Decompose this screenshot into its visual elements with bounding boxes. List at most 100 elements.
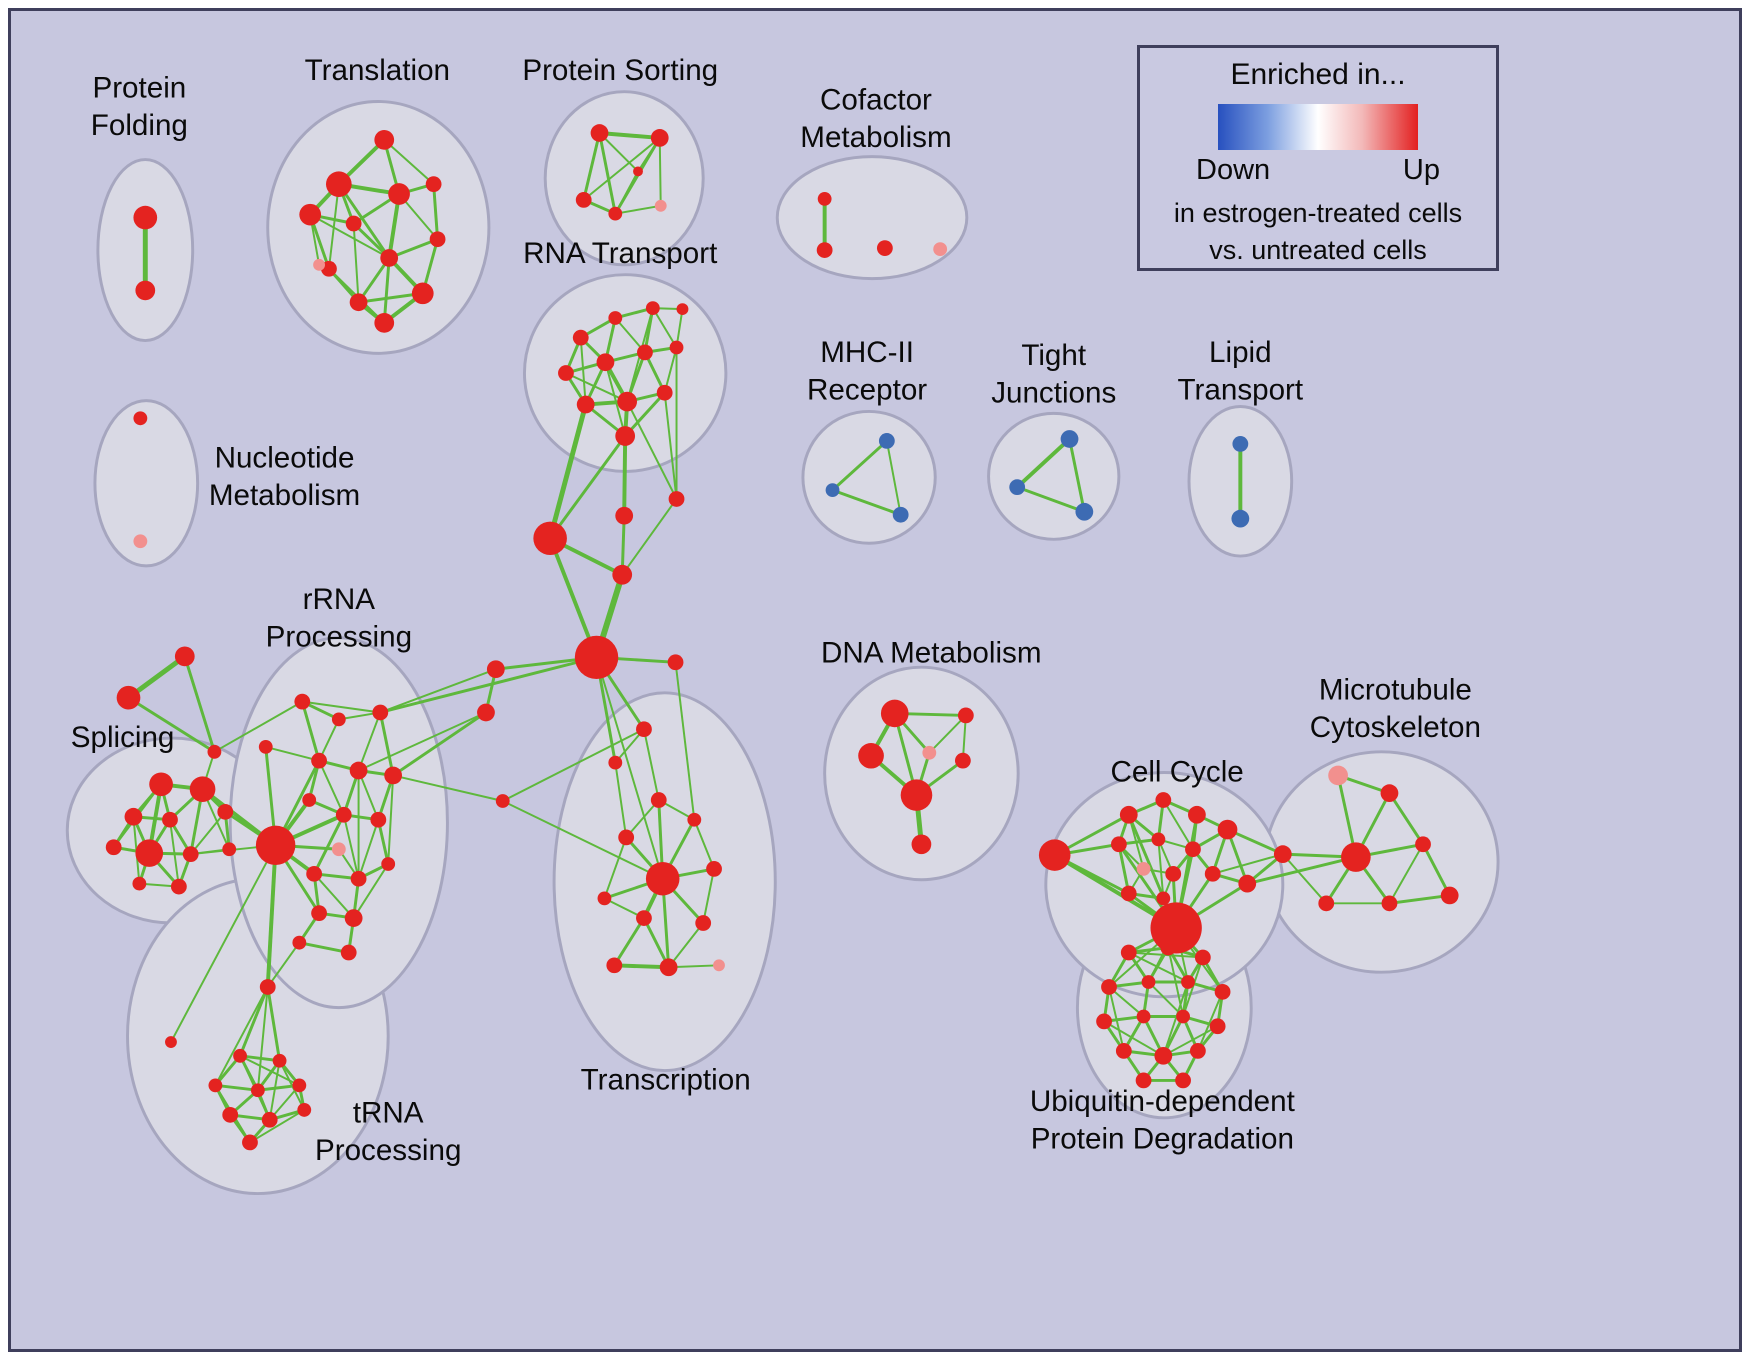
cell-cycle-node[interactable] <box>1119 805 1138 824</box>
rna-transport-node[interactable] <box>669 340 684 355</box>
rrna-processing-node[interactable] <box>311 752 327 769</box>
splicing-node[interactable] <box>132 876 147 891</box>
rna-transport-node[interactable] <box>572 329 589 346</box>
splicing-node[interactable] <box>105 839 122 856</box>
connectors-node[interactable] <box>612 564 633 585</box>
connectors-node[interactable] <box>116 685 141 710</box>
nucleotide-metabolism-node[interactable] <box>133 534 148 549</box>
cell-cycle-node[interactable] <box>1110 836 1127 853</box>
connectors-node[interactable] <box>495 794 510 808</box>
lipid-transport-node[interactable] <box>1231 509 1250 528</box>
microtubule-node[interactable] <box>1318 895 1335 912</box>
ubiquitin-node[interactable] <box>1194 949 1211 966</box>
transcription-node[interactable] <box>636 721 652 738</box>
splicing-node[interactable] <box>189 776 216 802</box>
transcription-node[interactable] <box>636 910 652 926</box>
cell-cycle-node[interactable] <box>1150 902 1202 954</box>
connectors-node[interactable] <box>486 660 505 679</box>
rna-transport-node[interactable] <box>615 426 636 446</box>
translation-node[interactable] <box>325 171 352 197</box>
ubiquitin-node[interactable] <box>1120 944 1137 961</box>
ubiquitin-node[interactable] <box>1141 975 1156 989</box>
ubiquitin-node[interactable] <box>1189 1043 1206 1059</box>
cell-cycle-node[interactable] <box>1185 841 1201 858</box>
rna-transport-node[interactable] <box>558 365 574 381</box>
translation-node[interactable] <box>374 313 395 333</box>
rna-transport-node[interactable] <box>645 301 660 316</box>
tight-junctions-node[interactable] <box>1060 430 1079 448</box>
protein-sorting-node[interactable] <box>608 206 623 221</box>
cofactor-metabolism-node[interactable] <box>816 242 833 258</box>
transcription-node[interactable] <box>706 861 722 877</box>
splicing-node[interactable] <box>182 846 199 863</box>
protein-sorting-node[interactable] <box>633 166 643 177</box>
rrna-processing-node[interactable] <box>372 704 389 721</box>
microtubule-node[interactable] <box>1440 886 1459 905</box>
rrna-processing-node[interactable] <box>311 905 327 922</box>
mhc-ii-receptor-node[interactable] <box>825 483 840 498</box>
cell-cycle-node[interactable] <box>1151 832 1166 847</box>
rrna-processing-node[interactable] <box>292 935 307 950</box>
ubiquitin-node[interactable] <box>1175 1072 1191 1089</box>
splicing-node[interactable] <box>217 803 234 820</box>
rrna-processing-node[interactable] <box>384 766 403 785</box>
connectors-node[interactable] <box>477 703 495 722</box>
protein-sorting-node[interactable] <box>575 192 592 208</box>
rrna-processing-node[interactable] <box>258 740 273 754</box>
connectors-node[interactable] <box>533 521 567 556</box>
trna-processing-node[interactable] <box>250 1083 265 1098</box>
cell-cycle-node[interactable] <box>1238 874 1257 893</box>
translation-node[interactable] <box>345 215 362 232</box>
cell-cycle-node[interactable] <box>1156 891 1171 906</box>
microtubule-node[interactable] <box>1328 765 1348 786</box>
mhc-ii-receptor-node[interactable] <box>892 506 909 523</box>
tight-junctions-node[interactable] <box>1075 502 1094 521</box>
rrna-processing-node[interactable] <box>255 825 296 865</box>
protein-sorting-node[interactable] <box>654 199 667 212</box>
microtubule-node[interactable] <box>1341 842 1371 872</box>
dna-metabolism-node[interactable] <box>954 752 971 769</box>
translation-node[interactable] <box>425 176 442 193</box>
rrna-processing-node[interactable] <box>335 806 352 823</box>
trna-processing-node[interactable] <box>233 1048 247 1063</box>
tight-junctions-node[interactable] <box>1009 479 1026 496</box>
ubiquitin-node[interactable] <box>1115 1043 1132 1059</box>
translation-node[interactable] <box>411 282 434 305</box>
rna-transport-node[interactable] <box>637 344 653 361</box>
dna-metabolism-node[interactable] <box>900 779 933 811</box>
translation-node[interactable] <box>349 293 368 312</box>
splicing-node[interactable] <box>124 807 143 826</box>
ubiquitin-node[interactable] <box>1154 1046 1173 1065</box>
ubiquitin-node[interactable] <box>1214 984 1231 1000</box>
connectors-node[interactable] <box>574 635 619 680</box>
dna-metabolism-node[interactable] <box>858 742 884 769</box>
rrna-processing-node[interactable] <box>340 944 357 961</box>
rrna-processing-node[interactable] <box>331 842 346 857</box>
dna-metabolism-node[interactable] <box>911 834 932 855</box>
cell-cycle-node[interactable] <box>1217 819 1238 840</box>
transcription-node[interactable] <box>713 959 725 972</box>
ubiquitin-node[interactable] <box>1135 1072 1152 1089</box>
splicing-node[interactable] <box>162 811 178 828</box>
ubiquitin-node[interactable] <box>1176 1009 1190 1024</box>
splicing-node[interactable] <box>135 839 164 867</box>
splicing-node[interactable] <box>222 842 237 857</box>
trna-processing-node[interactable] <box>261 1111 278 1128</box>
transcription-node[interactable] <box>618 829 635 846</box>
transcription-node[interactable] <box>650 792 667 808</box>
cell-cycle-node[interactable] <box>1120 885 1137 902</box>
splicing-node[interactable] <box>149 772 173 797</box>
dna-metabolism-node[interactable] <box>922 745 937 760</box>
microtubule-node[interactable] <box>1380 784 1399 802</box>
transcription-node[interactable] <box>608 755 623 770</box>
transcription-node[interactable] <box>659 958 678 977</box>
rrna-processing-node[interactable] <box>350 870 367 887</box>
rrna-processing-node[interactable] <box>302 793 317 807</box>
rna-transport-node[interactable] <box>676 303 689 316</box>
connectors-node[interactable] <box>174 646 195 667</box>
microtubule-node[interactable] <box>1381 895 1398 912</box>
trna-processing-node[interactable] <box>292 1078 307 1093</box>
mhc-ii-receptor-node[interactable] <box>878 433 895 449</box>
trna-processing-node[interactable] <box>272 1053 287 1068</box>
rrna-processing-node[interactable] <box>381 857 396 871</box>
